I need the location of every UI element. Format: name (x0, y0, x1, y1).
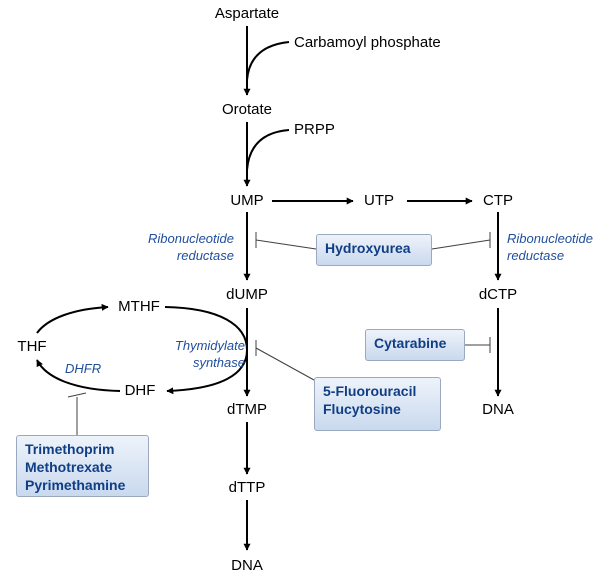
metabolite-aspartate: Aspartate (214, 5, 280, 22)
inhibition-bar-dhfr (67, 392, 87, 398)
metabolite-dna-right: DNA (482, 401, 514, 418)
metabolite-dna-left: DNA (231, 557, 263, 574)
drug-cytarabine: Cytarabine (365, 329, 465, 361)
enzyme-ribonucleotide-reductase-right: Ribonucleotide reductase (507, 230, 593, 264)
drug-trimethoprim: Trimethoprim (25, 441, 115, 457)
metabolite-ump: UMP (230, 192, 264, 209)
enzyme-ribonucleotide-reductase-left: Ribonucleotide reductase (148, 230, 234, 264)
drug-methotrexate: Methotrexate (25, 459, 113, 475)
metabolite-dhf: DHF (124, 382, 156, 399)
metabolite-thf: THF (17, 338, 47, 355)
metabolite-dump: dUMP (226, 286, 268, 303)
inhibition-hydroxyurea-right (431, 239, 491, 250)
metabolite-orotate: Orotate (221, 101, 273, 118)
enzyme-label-line-2: reductase (507, 248, 565, 263)
carbamoyl-phosphate-feed-curve (246, 41, 290, 81)
enzyme-label-line-1: Ribonucleotide (507, 231, 594, 246)
metabolite-dttp: dTTP (228, 479, 266, 496)
metabolite-dtmp: dTMP (226, 401, 268, 418)
enzyme-thymidylate-synthase: Thymidylate synthase (175, 337, 245, 371)
metabolite-prpp: PRPP (294, 121, 335, 138)
enzyme-label-line-1: Ribonucleotide (147, 231, 234, 246)
metabolite-mthf: MTHF (118, 298, 160, 315)
drug-fluorouracil: 5-Fluorouracil (323, 383, 417, 399)
inhibition-fluorouracil (255, 347, 315, 381)
drug-fluorouracil-group: 5-Fluorouracil Flucytosine (314, 377, 441, 431)
enzyme-label-line-2: reductase (176, 248, 234, 263)
metabolite-utp: UTP (364, 192, 394, 209)
metabolite-ctp: CTP (483, 192, 513, 209)
enzyme-label-line-1: Thymidylate (174, 338, 245, 353)
inhibition-hydroxyurea-left (255, 239, 317, 250)
drug-antifolate-group: Trimethoprim Methotrexate Pyrimethamine (16, 435, 149, 497)
metabolite-carbamoyl-phosphate: Carbamoyl phosphate (294, 34, 441, 51)
enzyme-label-line-2: synthase (192, 355, 245, 370)
arrow-thf-mthf (36, 303, 109, 334)
arrow-mthf-dhf (164, 306, 249, 395)
drug-pyrimethamine: Pyrimethamine (25, 477, 126, 493)
drug-flucytosine: Flucytosine (323, 401, 401, 417)
prpp-feed-curve (246, 129, 290, 171)
drug-hydroxyurea: Hydroxyurea (316, 234, 432, 266)
metabolite-dctp: dCTP (478, 286, 518, 303)
arrow-dhf-thf (36, 359, 121, 392)
enzyme-dhfr: DHFR (65, 361, 102, 376)
